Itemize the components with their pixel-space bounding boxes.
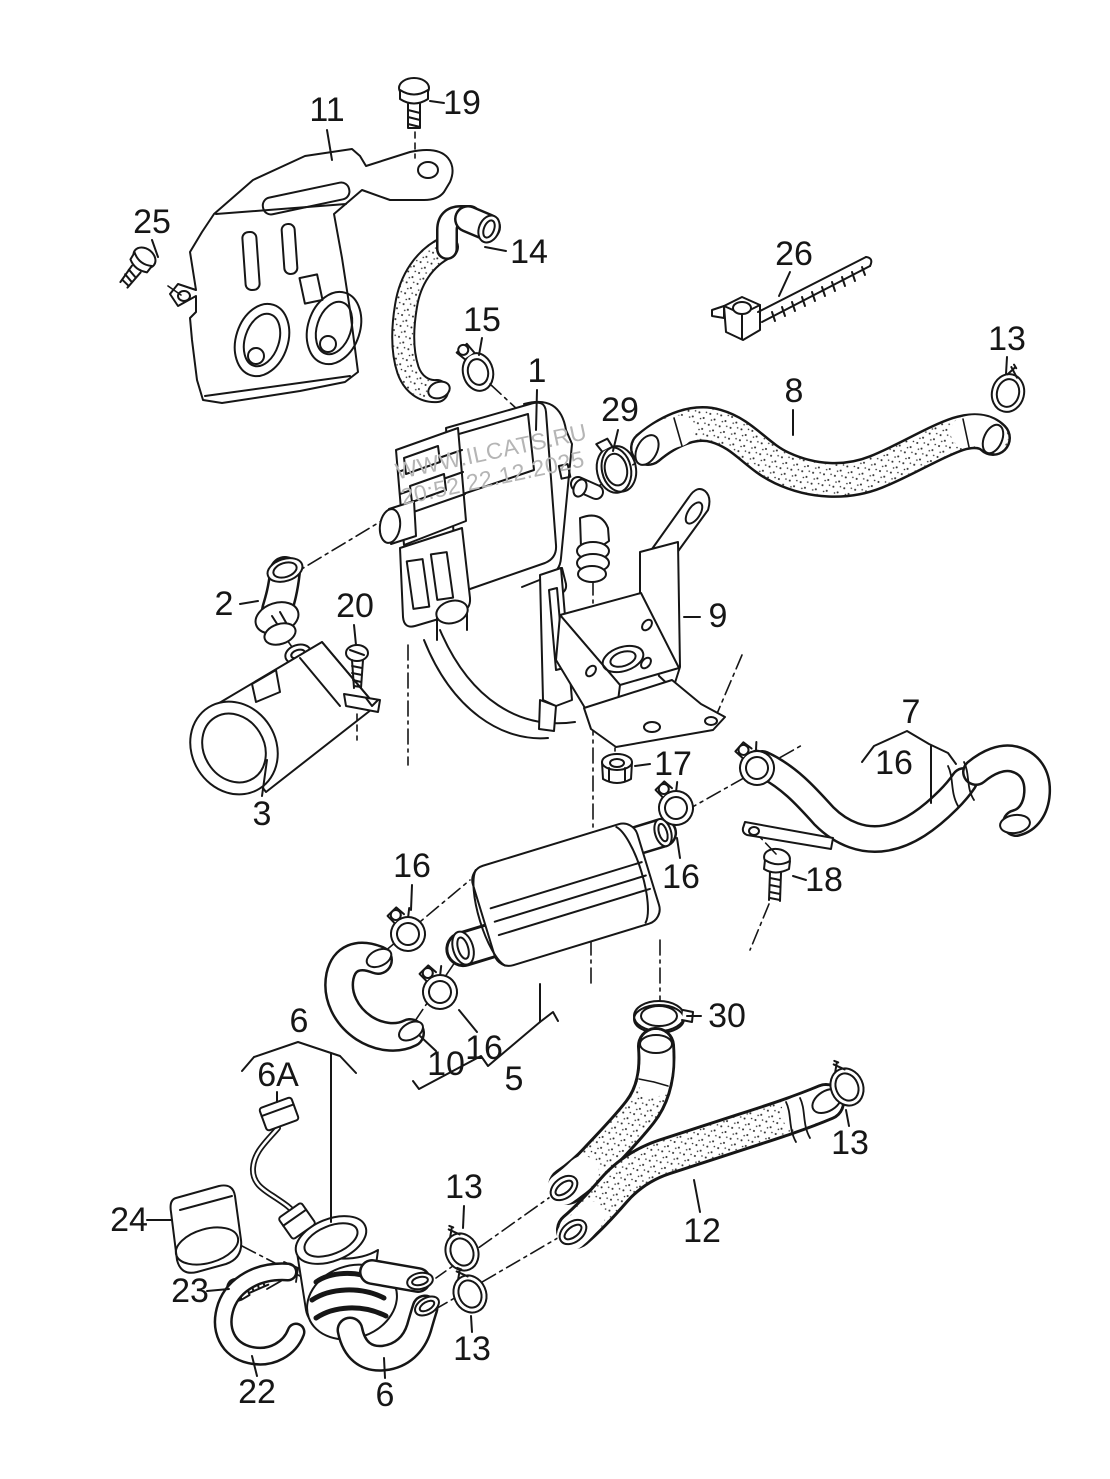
callout-13d[interactable]: 13 <box>831 1124 869 1162</box>
part-clamp-15 <box>455 342 519 411</box>
callout-14[interactable]: 14 <box>510 233 548 271</box>
callout-13a[interactable]: 13 <box>988 320 1026 358</box>
part-cable-tie-26 <box>711 256 873 341</box>
callout-13b[interactable]: 13 <box>445 1168 483 1206</box>
part-exhaust-muffler <box>445 817 678 968</box>
part-upper-bracket-11 <box>169 148 454 404</box>
callout-25[interactable]: 25 <box>133 203 171 241</box>
callout-leaders <box>146 100 1008 1379</box>
part-clamp-band-22 <box>213 1261 306 1366</box>
callout-16b[interactable]: 16 <box>465 1029 503 1067</box>
part-bolt-19 <box>398 77 430 159</box>
callout-8[interactable]: 8 <box>784 372 804 410</box>
callout-6A[interactable]: 6A <box>257 1056 299 1094</box>
callout-23[interactable]: 23 <box>171 1272 209 1310</box>
callout-12[interactable]: 12 <box>683 1212 721 1250</box>
callout-13c[interactable]: 13 <box>453 1330 491 1368</box>
callout-16a[interactable]: 16 <box>393 847 431 885</box>
callout-2[interactable]: 2 <box>214 585 234 623</box>
part-hose-8 <box>631 418 1008 480</box>
callout-20[interactable]: 20 <box>336 587 374 625</box>
part-pump-6 <box>294 1215 440 1372</box>
part-double-hose-12 <box>547 1035 846 1250</box>
part-hose-10 <box>339 945 426 1044</box>
part-clamp-29 <box>595 437 638 494</box>
part-screw-25 <box>119 246 182 296</box>
part-nut-17 <box>601 753 633 784</box>
part-vent-hose-14 <box>403 205 501 401</box>
callout-26[interactable]: 26 <box>775 235 813 273</box>
callout-30[interactable]: 30 <box>708 997 746 1035</box>
part-screw-20 <box>343 644 381 741</box>
part-harness-6a <box>249 1096 316 1240</box>
part-cap-24 <box>169 1184 243 1274</box>
callout-16c[interactable]: 16 <box>662 858 700 896</box>
callout-10[interactable]: 10 <box>427 1045 465 1083</box>
part-screw-18 <box>749 833 791 951</box>
callout-1[interactable]: 1 <box>527 352 547 390</box>
part-bracket-9 <box>538 488 726 748</box>
callout-19[interactable]: 19 <box>443 84 481 122</box>
callout-7[interactable]: 7 <box>901 693 921 731</box>
callout-29[interactable]: 29 <box>601 391 639 429</box>
part-connector-2 <box>254 556 312 665</box>
part-heater-unit-1 <box>378 400 610 740</box>
callout-5[interactable]: 5 <box>504 1060 524 1098</box>
callout-17[interactable]: 17 <box>654 745 692 783</box>
callout-11[interactable]: 11 <box>309 91 345 129</box>
callout-16d[interactable]: 16 <box>875 744 913 782</box>
callout-22[interactable]: 22 <box>238 1373 276 1411</box>
callout-24[interactable]: 24 <box>110 1201 148 1239</box>
callout-18[interactable]: 18 <box>805 861 843 899</box>
callout-9[interactable]: 9 <box>708 597 728 635</box>
callout-6p[interactable]: 6 <box>375 1376 395 1414</box>
callout-6[interactable]: 6 <box>289 1002 309 1040</box>
callout-15[interactable]: 15 <box>463 301 501 339</box>
callout-3[interactable]: 3 <box>252 795 272 833</box>
